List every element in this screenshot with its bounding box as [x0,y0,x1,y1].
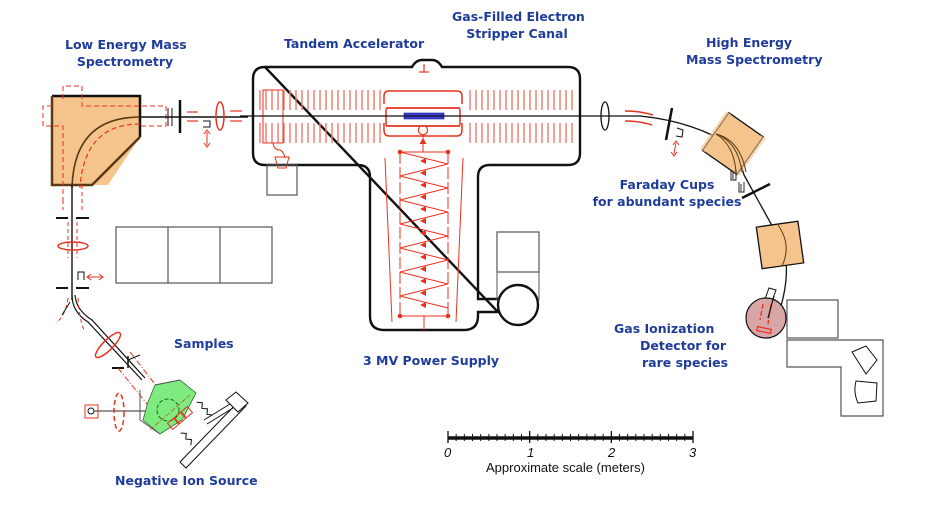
label-line: Detector for [640,338,726,353]
label-negative-ion-source: Negative Ion Source [115,473,258,488]
label-gas-ionization: Gas Ionization Detector for rare species [614,320,728,371]
slit-he [664,107,674,141]
column-right-lower [466,123,574,143]
scale-title: Approximate scale (meters) [486,460,645,475]
lens-he [600,101,610,131]
diode-markers [420,158,426,308]
label-high-energy-ms: High Energy Mass Spectrometry [686,34,823,68]
slit-he-2 [741,182,771,200]
beam-line-injection [55,185,176,421]
low-energy-magnet [42,85,167,200]
control-room [786,299,884,417]
sample-magazine [115,226,273,284]
scale-tick-label: 0 [444,445,452,460]
scale-ticks [447,431,694,443]
scale-tick-label: 1 [527,445,535,460]
label-line: Gas-Filled Electron [452,9,585,24]
label-line: Low Energy Mass [65,37,187,52]
label-line: Spectrometry [76,54,174,69]
label-line: Stripper Canal [466,26,568,41]
label-tandem-accelerator: Tandem Accelerator [284,36,425,51]
column-left-lower [258,123,384,143]
label-faraday-cups: Faraday Cups for abundant species [592,176,742,210]
label-line: Faraday Cups [619,177,715,192]
label-line: for abundant species [592,194,742,209]
scale-tick-label: 2 [608,445,616,460]
label-low-energy-ms: Low Energy Mass Spectrometry [65,36,187,70]
ion-source [84,379,249,469]
electrostatic-analyzer [755,220,805,270]
label-line: High Energy [705,35,793,50]
label-stripper-canal: Gas-Filled Electron Stripper Canal [452,8,585,42]
label-samples: Samples [174,336,234,351]
scale-tick-label: 3 [689,445,697,460]
label-line: Gas Ionization [614,321,715,336]
gas-ionization-detector [745,287,787,339]
label-power-supply: 3 MV Power Supply [363,353,500,368]
faraday-cups [730,170,745,193]
label-line: rare species [642,355,729,370]
label-line: Mass Spectrometry [686,52,823,67]
lens-le [215,101,225,131]
power-supply-cascade [384,136,464,330]
terminal [383,90,463,137]
tandem-tank [251,58,582,332]
scale-bar [447,431,694,443]
column-right-upper [466,90,574,110]
column-left-upper [258,90,384,110]
